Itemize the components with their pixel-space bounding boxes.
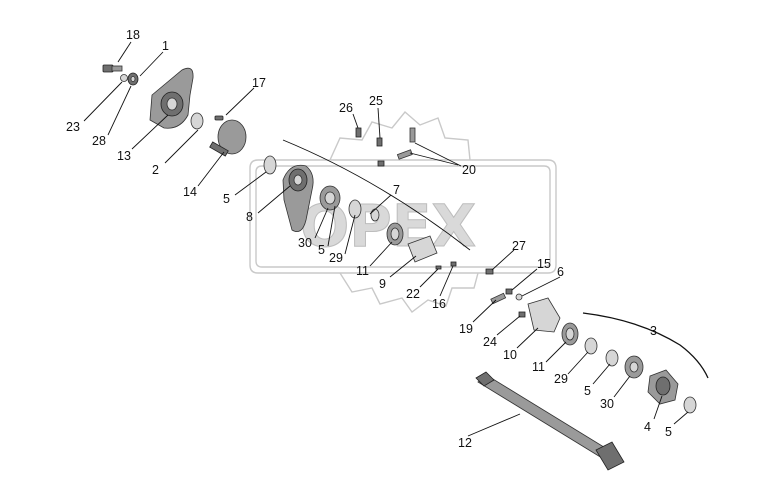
pin-17	[214, 115, 224, 121]
bolt-18	[102, 64, 123, 73]
clamp-14	[209, 119, 247, 157]
callout-15: 15	[537, 257, 551, 271]
callout-20: 20	[462, 163, 476, 177]
callout-26: 26	[339, 101, 353, 115]
callout-6: 6	[557, 265, 564, 279]
seal-29b	[584, 337, 598, 355]
callout-3: 3	[650, 324, 657, 338]
callout-8: 8	[246, 210, 253, 224]
washer-7	[370, 208, 380, 222]
callout-28: 28	[92, 134, 106, 148]
group-3-brace	[582, 312, 709, 379]
ring-11a	[386, 222, 404, 246]
callout-7: 7	[393, 183, 400, 197]
callout-29b: 29	[554, 372, 568, 386]
bearing-30a	[319, 185, 341, 211]
pin-22	[435, 265, 442, 270]
callout-19: 19	[459, 322, 473, 336]
callout-29a: 29	[329, 251, 343, 265]
callout-23: 23	[66, 120, 80, 134]
bolt-15	[505, 288, 513, 295]
callout-24: 24	[483, 335, 497, 349]
callout-5a: 5	[223, 192, 230, 206]
assembly-axis-line	[282, 139, 471, 251]
callout-27: 27	[512, 239, 526, 253]
washer-23	[120, 74, 128, 82]
leader-lines	[83, 41, 689, 437]
bushing-28	[127, 72, 139, 86]
bearing-30b	[624, 355, 644, 379]
callout-11b: 11	[532, 360, 545, 374]
callout-14: 14	[183, 185, 197, 199]
callout-5d: 5	[665, 425, 672, 439]
callout-18: 18	[126, 28, 140, 42]
callout-13: 13	[117, 149, 131, 163]
callout-22: 22	[406, 287, 420, 301]
callout-30a: 30	[298, 236, 312, 250]
callout-25: 25	[369, 94, 383, 108]
flange-10	[527, 297, 561, 333]
callout-9: 9	[379, 277, 386, 291]
screw-25	[376, 137, 383, 147]
callout-16: 16	[432, 297, 446, 311]
callout-5c: 5	[584, 384, 591, 398]
callout-2: 2	[152, 163, 159, 177]
lever-8	[282, 164, 314, 233]
bolts-20	[377, 127, 416, 167]
washer-6	[515, 293, 523, 301]
gasket-9	[407, 235, 438, 263]
seal-ring-5a	[263, 155, 277, 175]
adjuster-housing-13	[149, 67, 194, 129]
camshaft-12	[475, 371, 625, 471]
callout-12: 12	[458, 436, 472, 450]
callout-1: 1	[162, 39, 169, 53]
callout-30b: 30	[600, 397, 614, 411]
bolt-19	[490, 292, 507, 305]
screw-26	[355, 127, 362, 138]
adjuster-4	[647, 369, 679, 405]
callout-17: 17	[252, 76, 266, 90]
callout-labels: 18 1 17 23 28 13 26 25 2 14 20 5 8 7 30 …	[66, 28, 672, 450]
screw-24	[518, 311, 526, 318]
callout-11a: 11	[356, 264, 369, 278]
nipple-27	[485, 268, 494, 275]
ring-2	[190, 112, 204, 130]
pin-16	[450, 261, 457, 267]
callout-5b: 5	[318, 243, 325, 257]
seal-29a	[348, 199, 362, 219]
seal-ring-5c	[683, 396, 697, 414]
seal-ring-5b	[605, 349, 619, 367]
ring-11b	[561, 322, 579, 346]
callout-10: 10	[503, 348, 517, 362]
callout-4: 4	[644, 420, 651, 434]
